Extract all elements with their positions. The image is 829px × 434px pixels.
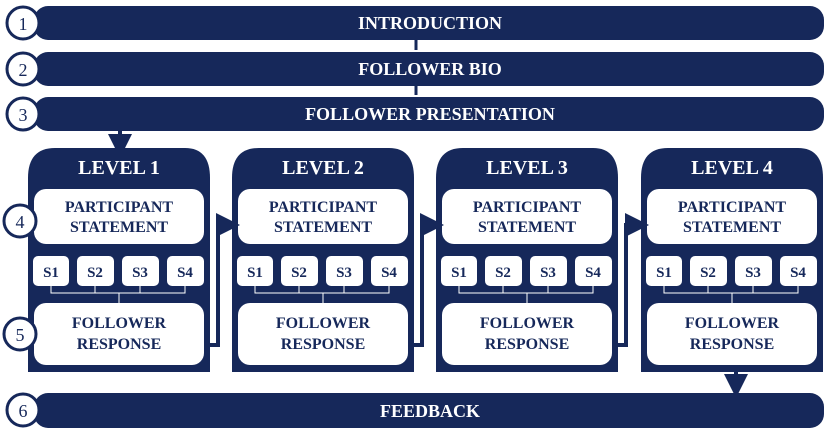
participant-statement-line1: PARTICIPANT [473, 199, 582, 216]
feedback-label: FEEDBACK [380, 401, 480, 421]
follower-response-line2: RESPONSE [77, 336, 161, 353]
participant-statement-line2: STATEMENT [70, 219, 168, 236]
statement-option-s1-label: S1 [451, 265, 467, 281]
statement-option-s2-label: S2 [700, 265, 716, 281]
statement-option-s3-label: S3 [132, 265, 148, 281]
statement-option-s4 [167, 256, 204, 286]
introduction-bar [34, 6, 824, 40]
step-number-3: 3 [19, 105, 28, 125]
step-number-6: 6 [19, 401, 28, 421]
level-panel-1: LEVEL 1 PARTICIPANT STATEMENT S1 S2 S3 S… [28, 148, 210, 372]
statement-option-s3-label: S3 [540, 265, 556, 281]
options-merge-connector [50, 286, 186, 303]
statement-option-s1-label: S1 [247, 265, 263, 281]
level2-to-level3-arrow [414, 213, 444, 347]
step-number-4: 4 [16, 212, 25, 232]
follower-bio-label: FOLLOWER BIO [358, 59, 502, 79]
follower-response-line2: RESPONSE [690, 336, 774, 353]
follower-response-line1: FOLLOWER [685, 315, 780, 332]
statement-option-s2-label: S2 [291, 265, 307, 281]
participant-statement-line1: PARTICIPANT [678, 199, 787, 216]
follower-response-line2: RESPONSE [485, 336, 569, 353]
step-number-2: 2 [19, 60, 28, 80]
participant-statement-line1: PARTICIPANT [65, 199, 174, 216]
step-number-badge-2 [5, 51, 41, 87]
statement-option-s1-label: S1 [43, 265, 59, 281]
follower-response-box [647, 303, 817, 365]
statement-option-s4-label: S4 [177, 265, 193, 281]
follower-response-line1: FOLLOWER [72, 315, 167, 332]
statement-option-s3-label: S3 [745, 265, 761, 281]
statement-option-s2 [690, 256, 727, 286]
statement-option-s2 [485, 256, 522, 286]
statement-option-s3 [735, 256, 772, 286]
statement-option-s1 [441, 256, 477, 286]
statement-option-s3-label: S3 [336, 265, 352, 281]
statement-option-s4 [371, 256, 408, 286]
follower-presentation-bar [34, 97, 824, 131]
follower-response-box [442, 303, 612, 365]
step-number-1: 1 [19, 14, 28, 34]
step-number-badge-4 [2, 203, 38, 239]
statement-option-s2 [281, 256, 318, 286]
participant-statement-line2: STATEMENT [274, 219, 372, 236]
participant-statement-box [238, 189, 408, 244]
level-panel-4: LEVEL 4 PARTICIPANT STATEMENT S1 S2 S3 S… [641, 148, 823, 372]
level-title: LEVEL 3 [486, 157, 568, 179]
level-title: LEVEL 1 [78, 157, 160, 179]
statement-option-s2-label: S2 [87, 265, 103, 281]
level-panel-3: LEVEL 3 PARTICIPANT STATEMENT S1 S2 S3 S… [436, 148, 618, 372]
step-number-badge-3 [5, 96, 41, 132]
level-title: LEVEL 4 [691, 157, 773, 179]
options-merge-connector [663, 286, 799, 303]
statement-option-s1-label: S1 [656, 265, 672, 281]
step-number-badge-6 [5, 392, 41, 428]
introduction-label: INTRODUCTION [358, 13, 502, 33]
follower-bio-bar [34, 52, 824, 86]
participant-statement-box [34, 189, 204, 244]
participant-statement-box [647, 189, 817, 244]
statement-option-s3 [530, 256, 567, 286]
statement-option-s4 [575, 256, 612, 286]
level3-to-level4-arrow [618, 213, 649, 347]
options-merge-connector [458, 286, 594, 303]
statement-option-s4-label: S4 [585, 265, 601, 281]
statement-option-s4-label: S4 [381, 265, 397, 281]
participant-statement-line2: STATEMENT [478, 219, 576, 236]
participant-statement-line1: PARTICIPANT [269, 199, 378, 216]
statement-option-s2 [77, 256, 114, 286]
step-number-5: 5 [16, 325, 25, 345]
follower-response-line1: FOLLOWER [480, 315, 575, 332]
feedback-bar [34, 393, 824, 428]
statement-option-s3 [122, 256, 159, 286]
statement-option-s4-label: S4 [790, 265, 806, 281]
step-number-badge-5 [2, 316, 38, 352]
statement-option-s2-label: S2 [495, 265, 511, 281]
follower-response-line1: FOLLOWER [276, 315, 371, 332]
statement-option-s4 [780, 256, 817, 286]
level1-to-level2-arrow [210, 213, 240, 347]
follower-presentation-label: FOLLOWER PRESENTATION [305, 104, 555, 124]
statement-option-s1 [33, 256, 69, 286]
follower-response-box [34, 303, 204, 365]
participant-statement-line2: STATEMENT [683, 219, 781, 236]
statement-option-s1 [237, 256, 273, 286]
step-number-badge-1 [5, 5, 41, 41]
statement-option-s3 [326, 256, 363, 286]
follower-response-line2: RESPONSE [281, 336, 365, 353]
follower-response-box [238, 303, 408, 365]
level-title: LEVEL 2 [282, 157, 364, 179]
level-panel-2: LEVEL 2 PARTICIPANT STATEMENT S1 S2 S3 S… [232, 148, 414, 372]
options-merge-connector [254, 286, 390, 303]
statement-option-s1 [646, 256, 682, 286]
participant-statement-box [442, 189, 612, 244]
